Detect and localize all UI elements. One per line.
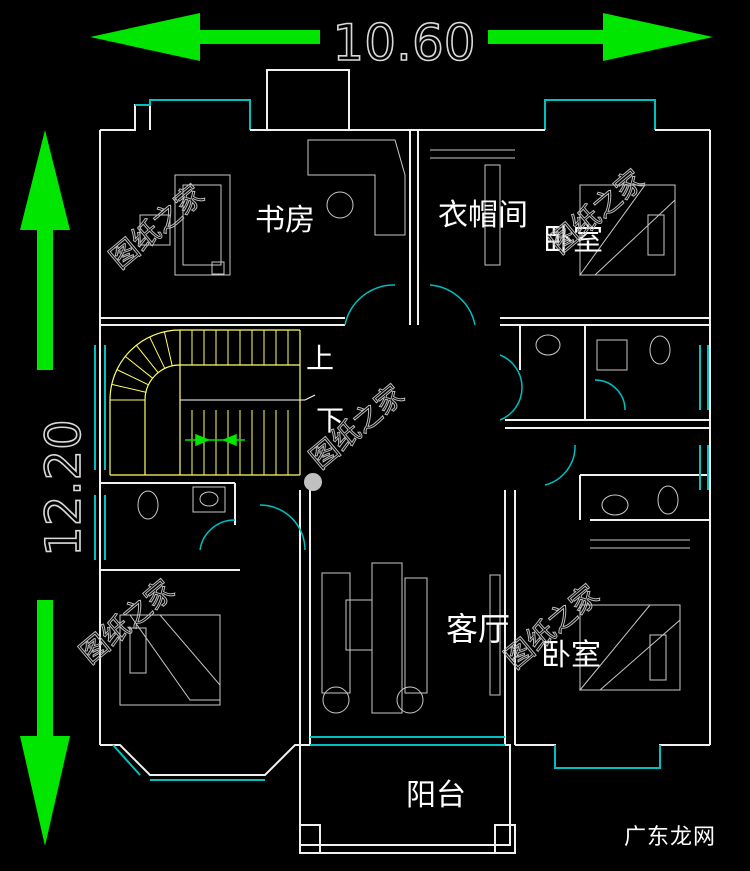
room-label-bedroom-right: 卧室 bbox=[541, 638, 601, 673]
staircase bbox=[109, 329, 301, 476]
height-dimension-label: 12.20 bbox=[36, 419, 92, 556]
stair-direction-arrow bbox=[180, 394, 316, 447]
stair-tread bbox=[163, 331, 173, 366]
furniture bbox=[119, 139, 690, 714]
walls bbox=[99, 69, 711, 854]
stair-tread bbox=[124, 355, 153, 379]
watermark: 图纸之家 bbox=[103, 178, 210, 275]
site-credit: 广东龙网 bbox=[623, 825, 716, 850]
room-label-living-room: 客厅 bbox=[446, 610, 510, 648]
room-label-study: 书房 bbox=[255, 203, 315, 238]
height-dimension-arrow bbox=[20, 130, 70, 846]
width-dimension-label: 10.60 bbox=[332, 14, 475, 72]
stair-tread bbox=[116, 369, 149, 386]
column-marker bbox=[304, 473, 322, 491]
door-swings bbox=[199, 284, 626, 551]
width-dimension-arrow bbox=[90, 13, 713, 61]
windows bbox=[94, 345, 709, 560]
stair-label-up: 上 bbox=[306, 342, 334, 375]
stair-tread bbox=[111, 383, 146, 393]
watermark: 图纸之家 bbox=[73, 573, 180, 670]
stair-treads bbox=[110, 330, 289, 475]
room-label-bedroom-top-right: 卧室 bbox=[543, 223, 603, 258]
room-label-balcony: 阳台 bbox=[406, 778, 466, 813]
stair-tread bbox=[135, 344, 159, 373]
stair-label-down: 下 bbox=[316, 404, 344, 437]
room-label-cloakroom: 衣帽间 bbox=[438, 198, 528, 233]
stair-tread bbox=[149, 336, 166, 369]
